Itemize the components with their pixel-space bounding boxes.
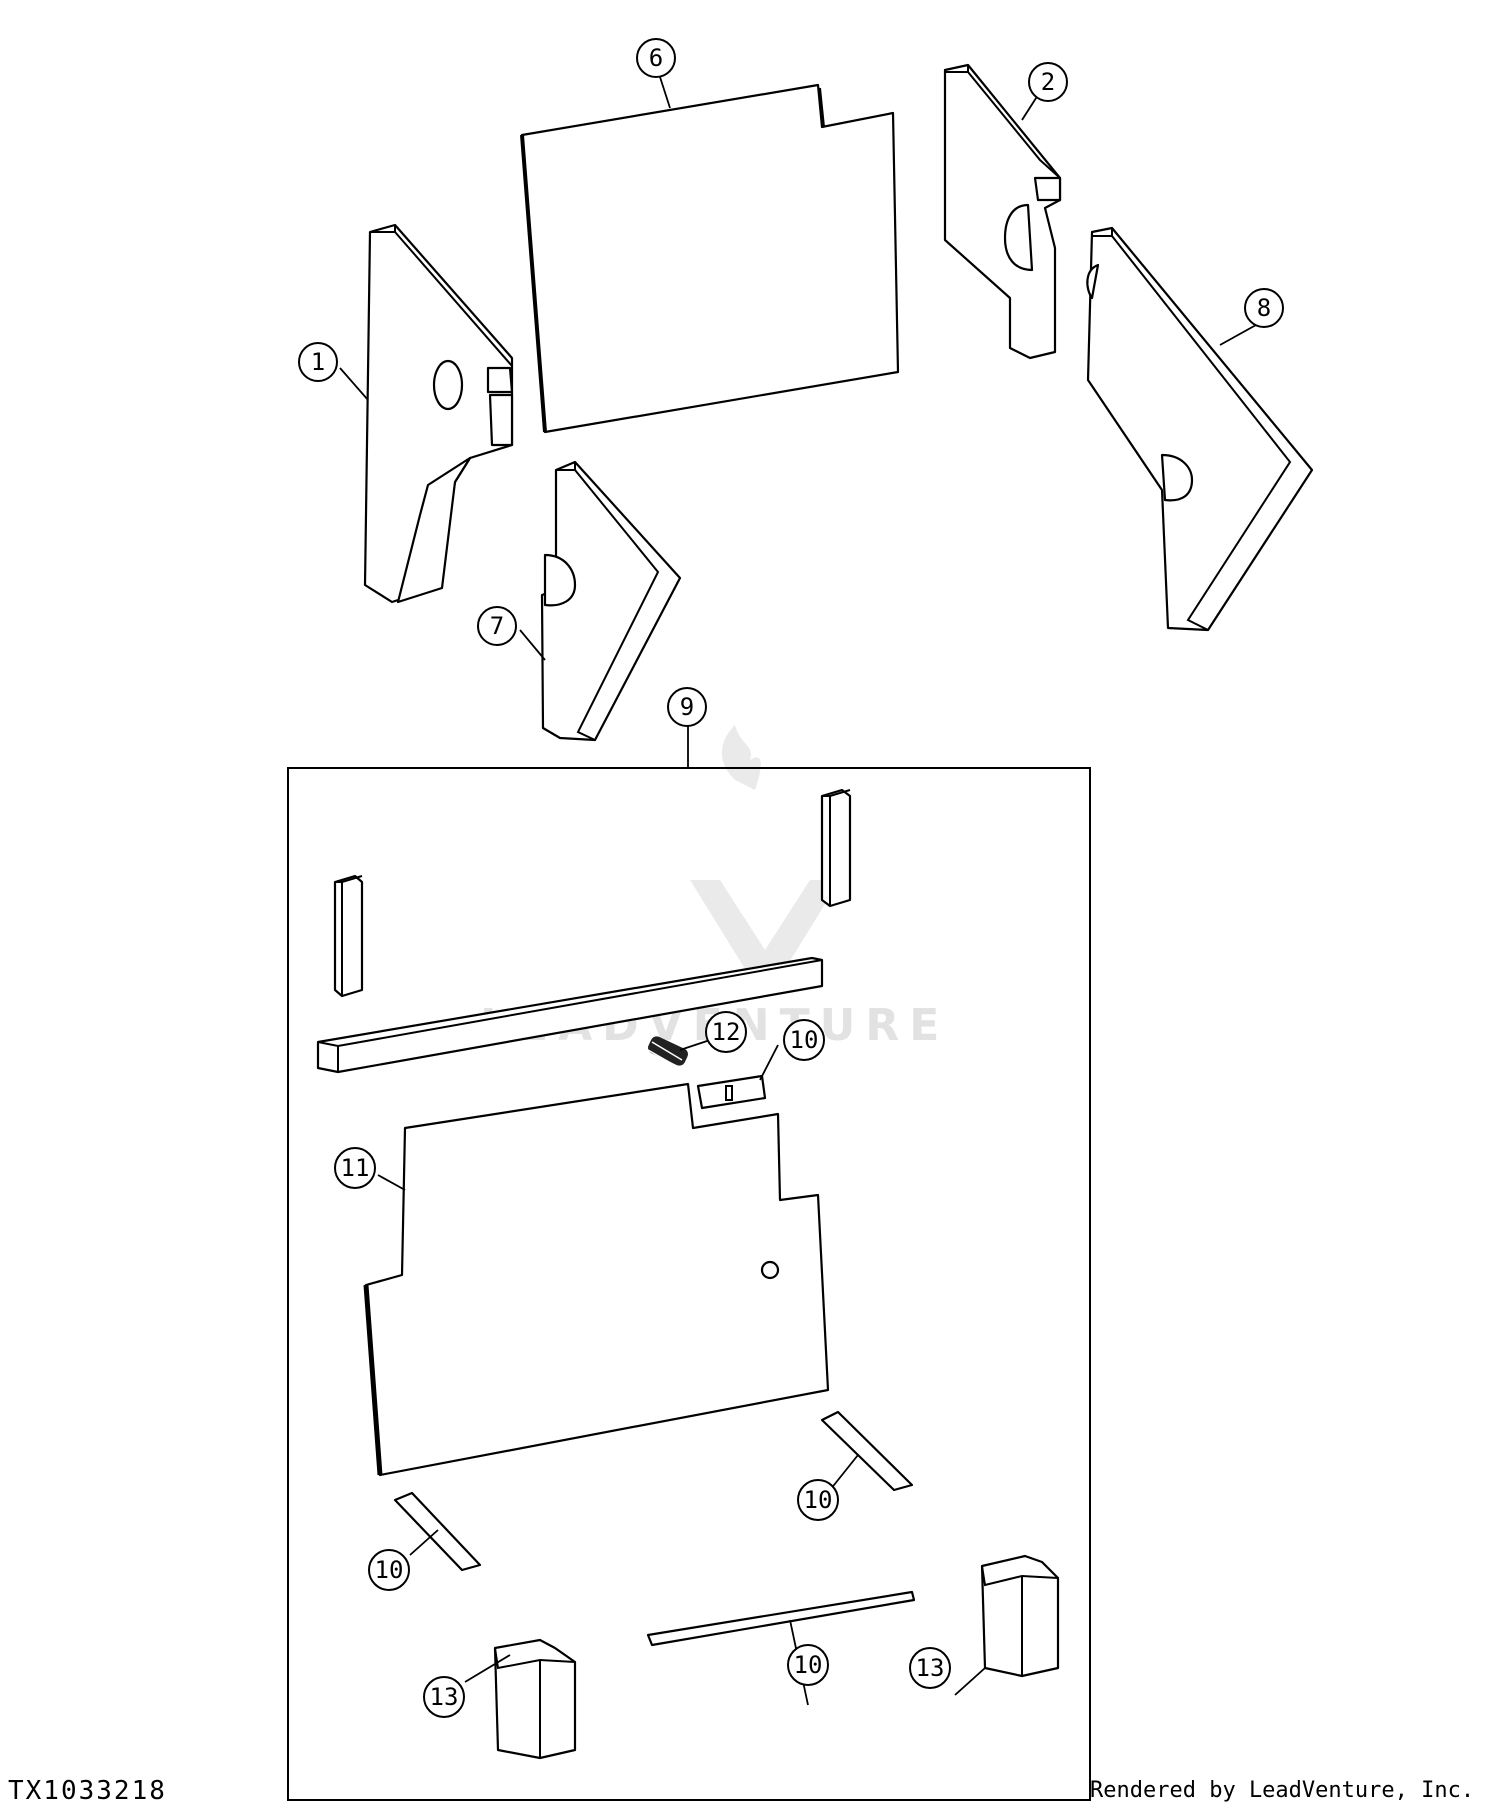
part-10-small-pad-top (696, 1074, 767, 1110)
callout-1: 1 (298, 342, 338, 382)
part-11-panel (363, 1082, 830, 1477)
callout-7: 7 (477, 606, 517, 646)
svg-text:6: 6 (649, 44, 663, 72)
callout-11: 11 (334, 1147, 376, 1189)
svg-text:13: 13 (430, 1683, 459, 1711)
callout-10-bottom: 10 (787, 1644, 829, 1686)
svg-text:8: 8 (1257, 294, 1271, 322)
callout-12: 12 (705, 1011, 747, 1053)
kit-long-bar (316, 956, 824, 1074)
leader-lines (339, 76, 1266, 1706)
svg-text:10: 10 (804, 1486, 833, 1514)
svg-text:10: 10 (790, 1026, 819, 1054)
callout-13-right: 13 (909, 1647, 951, 1689)
part-7-lower-front-panel (540, 460, 682, 742)
svg-text:10: 10 (375, 1556, 404, 1584)
part-8-right-lower-panel (1086, 226, 1314, 632)
svg-text:9: 9 (680, 693, 694, 721)
svg-text:13: 13 (916, 1654, 945, 1682)
part-2-right-upper-panel (943, 63, 1062, 360)
callout-13-left: 13 (423, 1676, 465, 1718)
part-6-back-panel (520, 83, 900, 434)
part-10-strip-bottom (646, 1590, 916, 1647)
kit-upright-block-right (820, 788, 852, 908)
svg-text:1: 1 (311, 348, 325, 376)
callout-9: 9 (667, 687, 707, 727)
kit-9-frame (287, 767, 1091, 1801)
svg-text:10: 10 (794, 1651, 823, 1679)
part-10-strip-right (820, 1410, 914, 1492)
svg-text:2: 2 (1041, 68, 1055, 96)
callout-8: 8 (1244, 288, 1284, 328)
render-credit: Rendered by LeadVenture, Inc. (1090, 1778, 1475, 1803)
svg-text:12: 12 (712, 1018, 741, 1046)
part-12-spring (647, 1036, 688, 1067)
kit-upright-block-left (333, 874, 364, 998)
callout-6: 6 (636, 38, 676, 78)
svg-text:7: 7 (490, 612, 504, 640)
svg-text:11: 11 (341, 1154, 370, 1182)
part-13-block-right (980, 1554, 1060, 1678)
callout-10-right: 10 (797, 1479, 839, 1521)
figure-id: TX1033218 (8, 1776, 167, 1806)
callout-10-left: 10 (368, 1549, 410, 1591)
callout-2: 2 (1028, 62, 1068, 102)
callout-10-top: 10 (783, 1019, 825, 1061)
part-1-left-side-panel (363, 223, 514, 604)
part-13-block-left (493, 1638, 577, 1760)
